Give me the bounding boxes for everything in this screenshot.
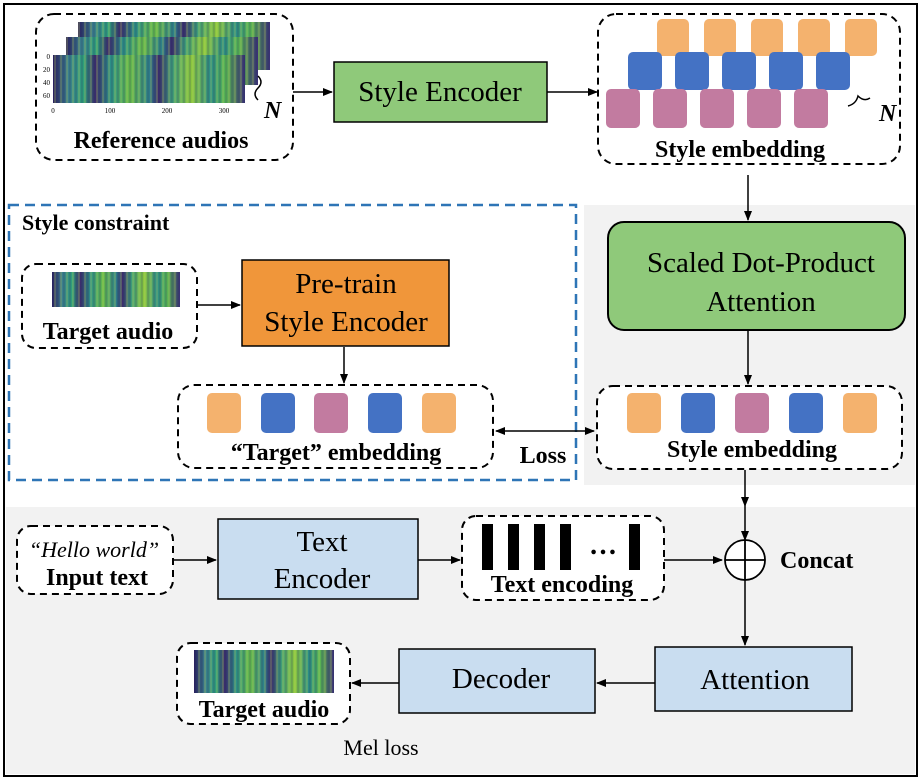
spec-tick-y0: 0: [47, 53, 51, 61]
emb-orange: [422, 393, 456, 433]
emb-blue: [769, 52, 803, 90]
attention-label: Attention: [700, 664, 810, 696]
spec-tick-x1: 100: [105, 107, 116, 115]
style-encoder-box: [333, 61, 548, 123]
scaled-attention-box: [607, 221, 906, 331]
input-text-label: Input text: [46, 565, 148, 591]
target-spectrogram-bottom: [194, 650, 334, 693]
target-spectrogram-top: [52, 272, 180, 307]
emb-blue: [816, 52, 850, 90]
emb-blue: [261, 393, 295, 433]
reference-brace: [254, 75, 262, 101]
text-encoder-box: [217, 518, 419, 600]
embedding-row-target: [207, 393, 456, 433]
emb-pink: [606, 89, 640, 128]
spec-tick-y1: 20: [43, 66, 51, 74]
embedding-grid-top: [606, 19, 877, 128]
encoding-bar: [534, 524, 545, 570]
target-audio-bottom-label: Target audio: [199, 697, 329, 723]
text-encoder-line1: Text: [296, 526, 347, 558]
style-embedding-top-label: Style embedding: [655, 137, 825, 163]
emb-blue: [681, 393, 715, 433]
style-constraint-region: [7, 203, 578, 482]
emb-pink: [735, 393, 769, 433]
style-embedding-mid-label: Style embedding: [667, 437, 837, 463]
pretrain-line1: Pre-train: [295, 268, 397, 300]
emb-orange: [627, 393, 661, 433]
emb-pink: [747, 89, 781, 128]
input-quote: “Hello world”: [29, 537, 159, 562]
spec-tick-y2: 40: [43, 79, 51, 87]
text-encoding-bars: [482, 524, 640, 570]
emb-pink: [653, 89, 687, 128]
pretrain-line2: Style Encoder: [264, 306, 428, 338]
emb-orange: [751, 19, 783, 56]
embedding-row-mid: [627, 393, 877, 433]
encoding-bar: [629, 524, 640, 570]
emb-orange: [798, 19, 830, 56]
pretrain-encoder-box: [241, 259, 450, 347]
encoding-bar: [508, 524, 519, 570]
emb-blue: [368, 393, 402, 433]
style-constraint-title: Style constraint: [22, 210, 170, 235]
emb-blue: [675, 52, 709, 90]
reference-audios-label: Reference audios: [74, 128, 249, 154]
attention-box: [654, 646, 853, 712]
decoder-box: [398, 648, 596, 714]
concat-label: Concat: [780, 548, 853, 574]
emb-orange: [845, 19, 877, 56]
emb-orange: [657, 19, 689, 56]
spec-tick-x0: 0: [51, 107, 55, 115]
scaled-attention-line1: Scaled Dot-Product: [647, 247, 875, 279]
emb-blue: [789, 393, 823, 433]
reference-spectrogram-stack: 0 100 200 300 0 20 40 60: [43, 22, 270, 115]
emb-pink: [314, 393, 348, 433]
embedding-brace: [847, 94, 871, 107]
scaled-attention-line2: Attention: [706, 286, 816, 318]
style-encoder-label: Style Encoder: [358, 76, 522, 108]
encoding-bar: [560, 524, 571, 570]
spec-tick-y3: 60: [43, 92, 51, 100]
emb-orange: [704, 19, 736, 56]
embedding-count: N: [878, 101, 898, 127]
reference-count: N: [263, 98, 283, 124]
decoder-label: Decoder: [452, 663, 551, 695]
emb-orange: [843, 393, 877, 433]
spec-tick-x2: 200: [162, 107, 173, 115]
emb-blue: [722, 52, 756, 90]
target-embedding-label: “Target” embedding: [231, 440, 441, 466]
text-encoding-label: Text encoding: [491, 572, 633, 598]
text-encoder-line2: Encoder: [274, 563, 371, 595]
target-audio-top-label: Target audio: [43, 319, 173, 345]
emb-blue: [628, 52, 662, 90]
encoding-bar: [482, 524, 493, 570]
text-encoding-ellipsis: …: [589, 530, 617, 561]
spec-tick-x3: 300: [219, 107, 230, 115]
concat-icon: [724, 539, 766, 581]
emb-orange: [207, 393, 241, 433]
emb-pink: [700, 89, 734, 128]
loss-label: Loss: [520, 443, 567, 469]
mel-loss-label: Mel loss: [343, 735, 418, 760]
emb-pink: [794, 89, 828, 128]
